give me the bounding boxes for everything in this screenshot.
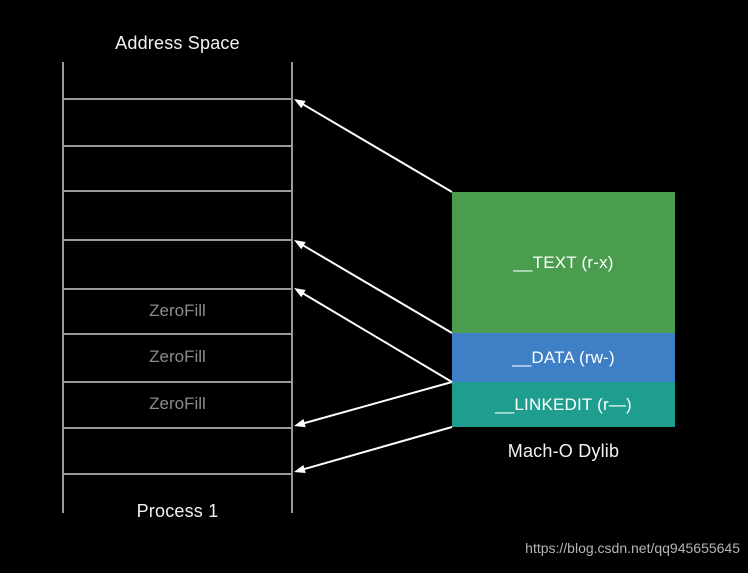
watermark: https://blog.csdn.net/qq945655645 xyxy=(525,540,740,556)
segment-text: __TEXT (r-x) xyxy=(452,192,675,333)
address-space-right-border xyxy=(291,62,293,513)
address-space-title: Address Space xyxy=(115,33,240,53)
segment-data: __DATA (rw-) xyxy=(452,333,675,382)
address-space-divider xyxy=(63,190,292,192)
address-space-divider xyxy=(63,288,292,290)
process-label: Process 1 xyxy=(136,501,219,521)
address-space-divider xyxy=(63,427,292,429)
address-space-left-border xyxy=(62,62,64,513)
address-space-divider xyxy=(63,239,292,241)
address-space-divider xyxy=(63,333,292,335)
zerofill-row-label: ZeroFill xyxy=(149,394,206,413)
zerofill-row-label: ZeroFill xyxy=(149,301,206,320)
macho-dylib-caption: Mach-O Dylib xyxy=(507,441,620,461)
address-space-divider xyxy=(63,473,292,475)
segment-linkedit: __LINKEDIT (r—) xyxy=(452,382,675,427)
address-space-divider xyxy=(63,98,292,100)
zerofill-row-label: ZeroFill xyxy=(149,347,206,366)
address-space-divider xyxy=(63,145,292,147)
address-space-divider xyxy=(63,381,292,383)
